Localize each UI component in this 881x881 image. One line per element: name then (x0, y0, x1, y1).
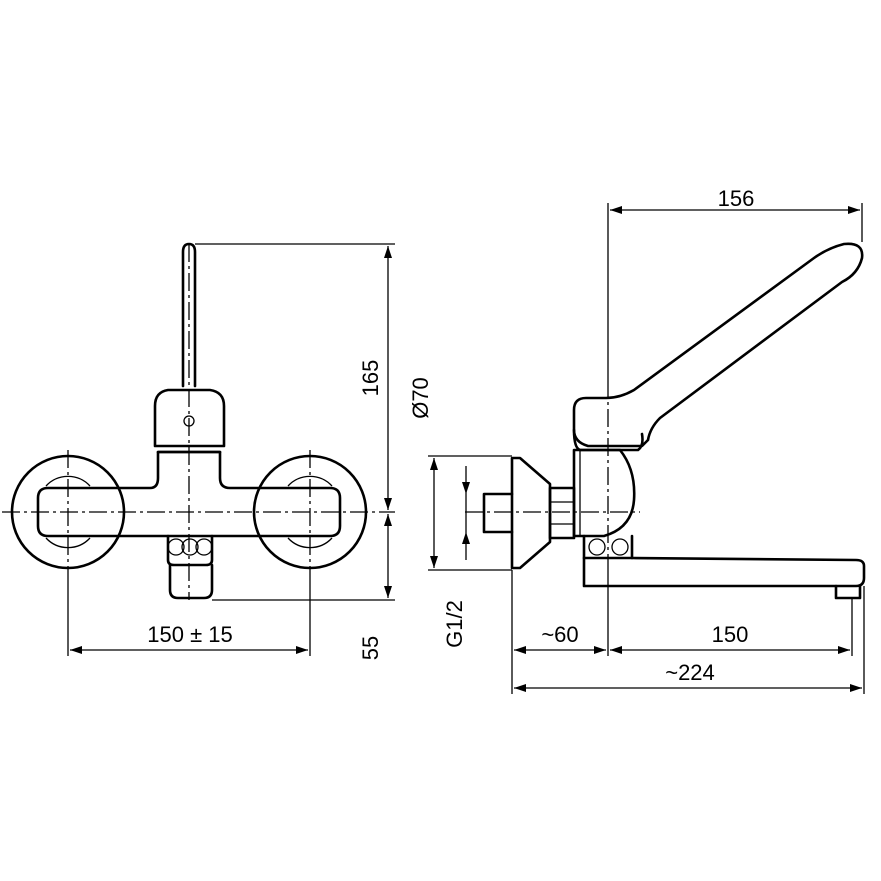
dim-55: 55 (358, 636, 383, 660)
mixer-body (36, 450, 342, 538)
nut-flat-center (181, 538, 199, 556)
side-nut-flat-2 (611, 538, 629, 556)
nut-flat-right (195, 538, 213, 556)
side-body (572, 448, 636, 538)
dim-224: ~224 (665, 660, 715, 685)
spout (582, 556, 866, 588)
spout-aerator (834, 584, 862, 600)
side-cartridge-cap (572, 428, 644, 452)
dim-g12: G1/2 (442, 600, 467, 648)
cartridge-housing (153, 388, 226, 448)
dim-60: ~60 (541, 622, 578, 647)
nut-flat-left (167, 538, 185, 556)
clinical-lever (572, 242, 864, 448)
aerator (168, 563, 214, 600)
wall-flange (510, 456, 552, 570)
dim-156: 156 (718, 186, 755, 211)
dim-d70: Ø70 (408, 377, 433, 419)
outlet-nut (166, 534, 214, 567)
dim-165: 165 (358, 360, 383, 397)
front-view: 165 55 150 ± 15 (2, 242, 395, 660)
hex-nut (548, 486, 576, 540)
side-view: 156 Ø70 G1/2 ~60 150 ~224 (408, 186, 866, 694)
dim-150: 150 (712, 622, 749, 647)
connection-pipe (482, 492, 514, 534)
dim-150-15: 150 ± 15 (147, 622, 232, 647)
side-nut-flat-1 (588, 538, 606, 556)
